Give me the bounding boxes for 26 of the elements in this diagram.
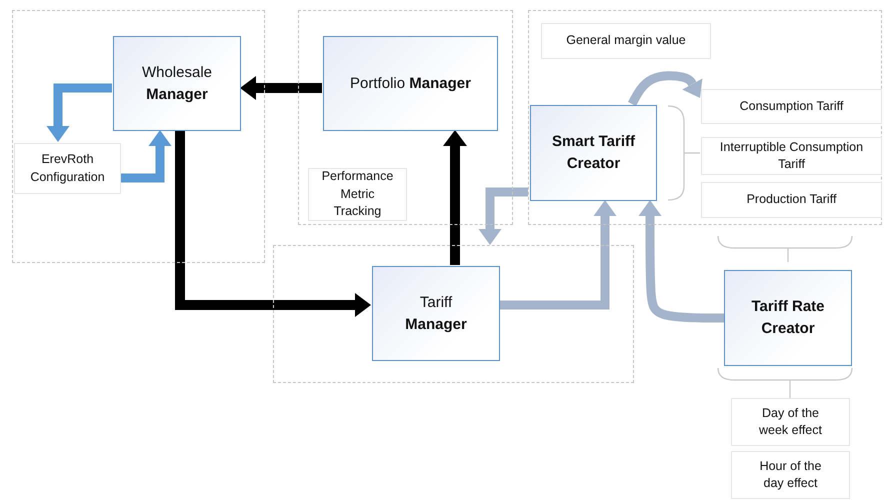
text-box: Production Tariff (701, 182, 882, 218)
dashed-group-frame (12, 10, 265, 263)
component-box: Tariff Rate Creator (724, 270, 852, 366)
text-box: Interruptible Consumption Tariff (701, 137, 882, 175)
text-box: Consumption Tariff (701, 89, 882, 124)
arrow (46, 84, 112, 142)
dashed-group-frame (273, 245, 634, 383)
arrow (120, 130, 172, 182)
arrow (499, 200, 616, 310)
component-box: Tariff Manager (372, 266, 500, 361)
text-box: Day of the week effect (731, 398, 850, 446)
arrow (240, 76, 322, 100)
arrow (478, 188, 528, 245)
arrow (175, 130, 371, 317)
dashed-group-frame (528, 10, 882, 225)
dashed-group-frame (298, 10, 513, 225)
arrow (443, 130, 467, 265)
text-box: ErevRoth Configuration (14, 143, 121, 194)
arrow (638, 200, 724, 322)
component-box: Portfolio Manager (323, 36, 498, 131)
text-box: General margin value (541, 23, 711, 59)
text-box: Performance Metric Tracking (308, 168, 407, 221)
text-box: Hour of the day effect (731, 451, 850, 499)
component-box: Wholesale Manager (113, 36, 241, 131)
component-box: Smart Tariff Creator (530, 105, 657, 201)
arrow (628, 71, 702, 106)
